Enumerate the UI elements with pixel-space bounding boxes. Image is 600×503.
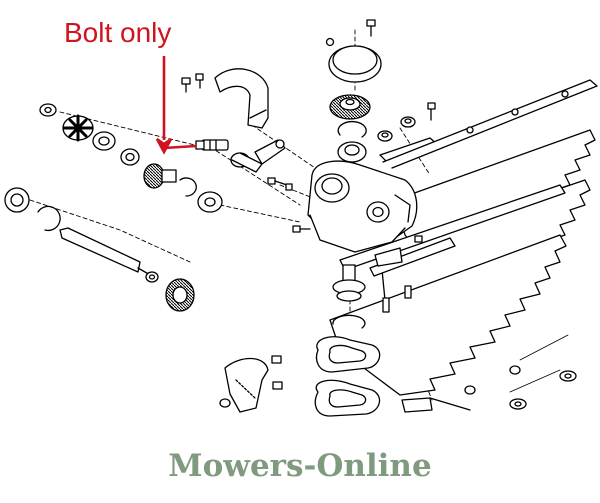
drive-shaft xyxy=(59,227,153,277)
bolt-only-callout-label: Bolt only xyxy=(64,17,172,48)
nut-bottom-right-2 xyxy=(464,385,476,395)
washer-left-1 xyxy=(39,103,57,117)
bracket-side xyxy=(374,247,403,267)
nut-guard xyxy=(219,398,231,408)
washer-bottom-right-1 xyxy=(559,370,577,382)
blade-mount-loop-lower xyxy=(314,379,381,417)
crank-shaft-bottom xyxy=(332,264,366,302)
mowers-online-watermark: Mowers-Online xyxy=(168,448,432,484)
hedge-blade-lower xyxy=(329,234,567,396)
screw-3 xyxy=(427,102,436,121)
guard-bracket xyxy=(224,357,269,413)
circlip-bottom xyxy=(332,314,366,329)
cover-screw-top xyxy=(366,19,376,37)
bearing-far-left xyxy=(4,187,30,213)
screw-lever xyxy=(267,177,293,191)
base-plate-bottom xyxy=(401,397,471,413)
main-gear xyxy=(165,278,195,312)
screw-housing-right xyxy=(414,235,423,243)
handle-bracket xyxy=(214,68,269,129)
lever-arm xyxy=(254,139,286,165)
washer-shaft xyxy=(145,271,159,283)
gearbox-housing xyxy=(307,160,418,253)
callout-leader xyxy=(155,56,197,155)
circlip-top xyxy=(337,120,367,138)
pinion-gear xyxy=(143,163,177,189)
pin-centre-2 xyxy=(404,285,412,299)
gear-star-left xyxy=(62,114,94,142)
circlip-left xyxy=(179,177,197,197)
bearing-left xyxy=(120,148,140,166)
circlip-far-left xyxy=(37,205,61,232)
screw-guard-1 xyxy=(271,355,282,364)
screw-left-cover xyxy=(325,37,335,47)
pin-centre xyxy=(382,297,390,313)
bolt-called-out xyxy=(195,139,229,151)
gearbox-cover-plate xyxy=(328,45,382,83)
spacer-sleeve xyxy=(230,152,263,173)
bearing-upper xyxy=(337,141,367,163)
screw-housing-left xyxy=(292,225,311,233)
screw-guard-2 xyxy=(272,381,283,390)
blade-mount-loop-upper xyxy=(315,336,381,373)
nut-bottom-right-1 xyxy=(509,365,521,375)
washer-bottom-right-2 xyxy=(509,398,527,410)
washer-left-2 xyxy=(92,131,116,151)
nut-1 xyxy=(377,130,393,142)
bevel-gear-top xyxy=(329,94,371,120)
bearing-left-2 xyxy=(197,191,223,213)
nut-2 xyxy=(400,116,416,128)
bracket-screws xyxy=(181,73,204,93)
upper-blade-rail xyxy=(379,79,598,169)
